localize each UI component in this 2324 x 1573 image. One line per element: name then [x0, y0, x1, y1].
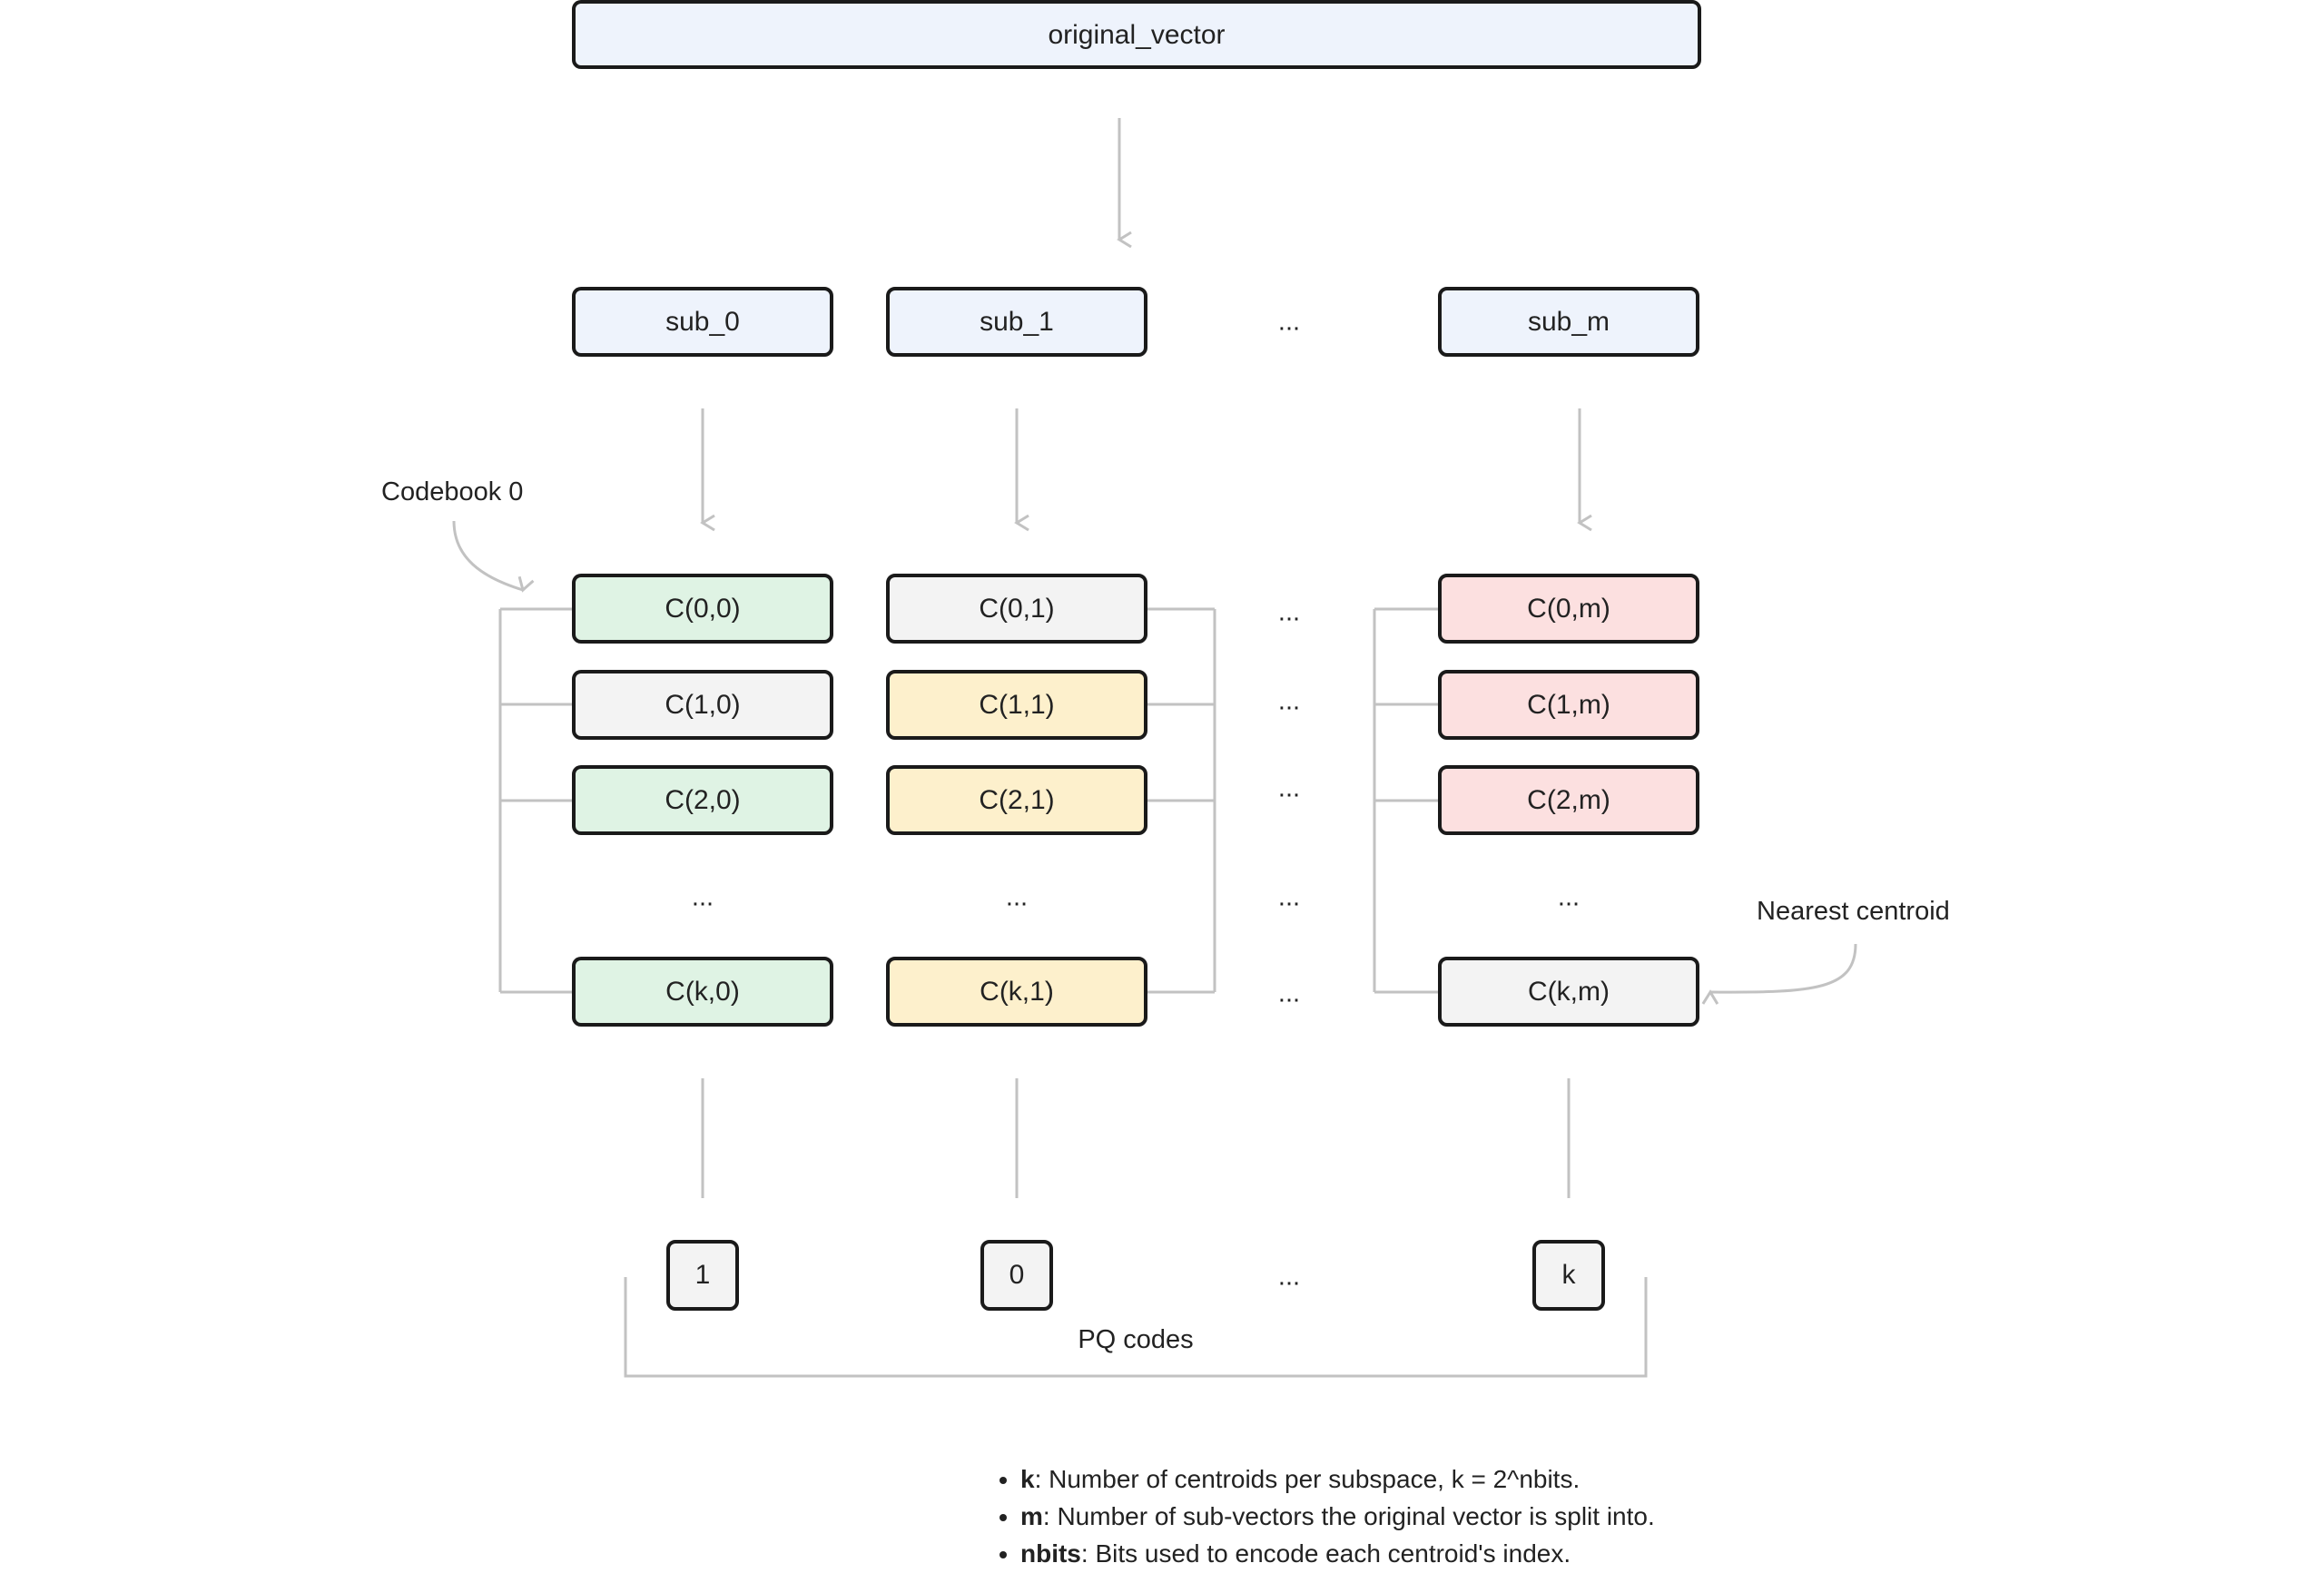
centroid-box [886, 765, 1147, 835]
codebook-column-m: C(0,m) C(1,m) C(2,m) ... C(k,m) [1438, 574, 1699, 1027]
centroid-box [1438, 765, 1699, 835]
legend-desc: : Number of sub-vectors the original vec… [1042, 1502, 1655, 1530]
pq-code-node: 1 [666, 1240, 739, 1311]
column-ellipsis: ... [1278, 598, 1300, 627]
subvector-node-1: sub_1 [886, 287, 1147, 357]
legend-desc: : Number of centroids per subspace, k = … [1034, 1465, 1581, 1493]
codebook-column-0: C(0,0) C(1,0) C(2,0) ... C(k,0) [572, 574, 833, 1027]
codebook-1-bracket [1146, 607, 1216, 994]
centroid-label: C(1,1) [979, 690, 1054, 720]
centroid-box [572, 670, 833, 740]
legend: k: Number of centroids per subspace, k =… [995, 1461, 1903, 1573]
pq-codes-bracket [624, 1277, 1648, 1378]
centroid-label: C(1,m) [1527, 690, 1610, 720]
nearest-centroid-arrow [1701, 943, 1857, 1005]
centroid-box [886, 957, 1147, 1027]
original-vector-node: original_vector [572, 0, 1701, 69]
codebook-callout-arrow [452, 520, 535, 593]
subvector-label: sub_1 [980, 307, 1054, 337]
subvector-label: sub_0 [665, 307, 740, 337]
column-ellipsis: ... [1278, 979, 1300, 1008]
pq-code-value: k [1562, 1260, 1577, 1290]
centroid-label: C(k,1) [980, 977, 1054, 1007]
centroid-box [886, 670, 1147, 740]
legend-term: k [1020, 1465, 1035, 1493]
centroid-box [572, 765, 833, 835]
centroid-box [886, 574, 1147, 644]
ellipsis-column: ... ... ... ... ... [1278, 598, 1300, 1008]
subvector-label: sub_m [1528, 307, 1610, 337]
pq-code-node: k [1532, 1240, 1605, 1311]
centroid-label: C(1,0) [665, 690, 740, 720]
codebook-column-1: C(0,1) C(1,1) C(2,1) ... C(k,1) [886, 574, 1147, 1027]
centroid-label: C(0,1) [979, 594, 1054, 624]
legend-item: k: Number of centroids per subspace, k =… [1020, 1461, 1903, 1497]
column-ellipsis: ... [1278, 687, 1300, 716]
centroid-box [1438, 574, 1699, 644]
centroid-label: C(0,0) [665, 594, 740, 624]
subvector-node-0: sub_0 [572, 287, 833, 357]
centroid-label: C(k,0) [665, 977, 740, 1007]
centroid-ellipsis: ... [1558, 883, 1580, 912]
subvector-node-m: sub_m [1438, 287, 1699, 357]
codebook-0-bracket [498, 607, 574, 994]
subvector-ellipsis: ... [1278, 308, 1300, 337]
codebook-label: Codebook 0 [381, 477, 523, 506]
codebook-m-bracket [1373, 607, 1440, 994]
pq-codes-label: PQ codes [1078, 1325, 1193, 1354]
centroid-label: C(0,m) [1527, 594, 1610, 624]
column-ellipsis: ... [1278, 774, 1300, 803]
column-ellipsis: ... [1278, 883, 1300, 912]
centroid-box [572, 957, 833, 1027]
centroid-ellipsis: ... [692, 883, 714, 912]
nearest-centroid-label: Nearest centroid [1757, 897, 1950, 926]
pq-code-value: 1 [695, 1260, 711, 1290]
centroid-label: C(2,0) [665, 785, 740, 815]
centroid-label: C(2,1) [979, 785, 1054, 815]
centroid-box [572, 574, 833, 644]
original-vector-label: original_vector [1048, 20, 1225, 50]
legend-item: m: Number of sub-vectors the original ve… [1020, 1499, 1903, 1534]
pq-code-node: 0 [980, 1240, 1053, 1311]
legend-term: m [1020, 1502, 1043, 1530]
centroid-label: C(k,m) [1528, 977, 1610, 1007]
centroid-ellipsis: ... [1006, 883, 1028, 912]
pq-code-value: 0 [1009, 1260, 1025, 1290]
centroid-box [1438, 957, 1699, 1027]
pq-code-ellipsis: ... [1278, 1263, 1300, 1292]
centroid-box [1438, 670, 1699, 740]
centroid-label: C(2,m) [1527, 785, 1610, 815]
